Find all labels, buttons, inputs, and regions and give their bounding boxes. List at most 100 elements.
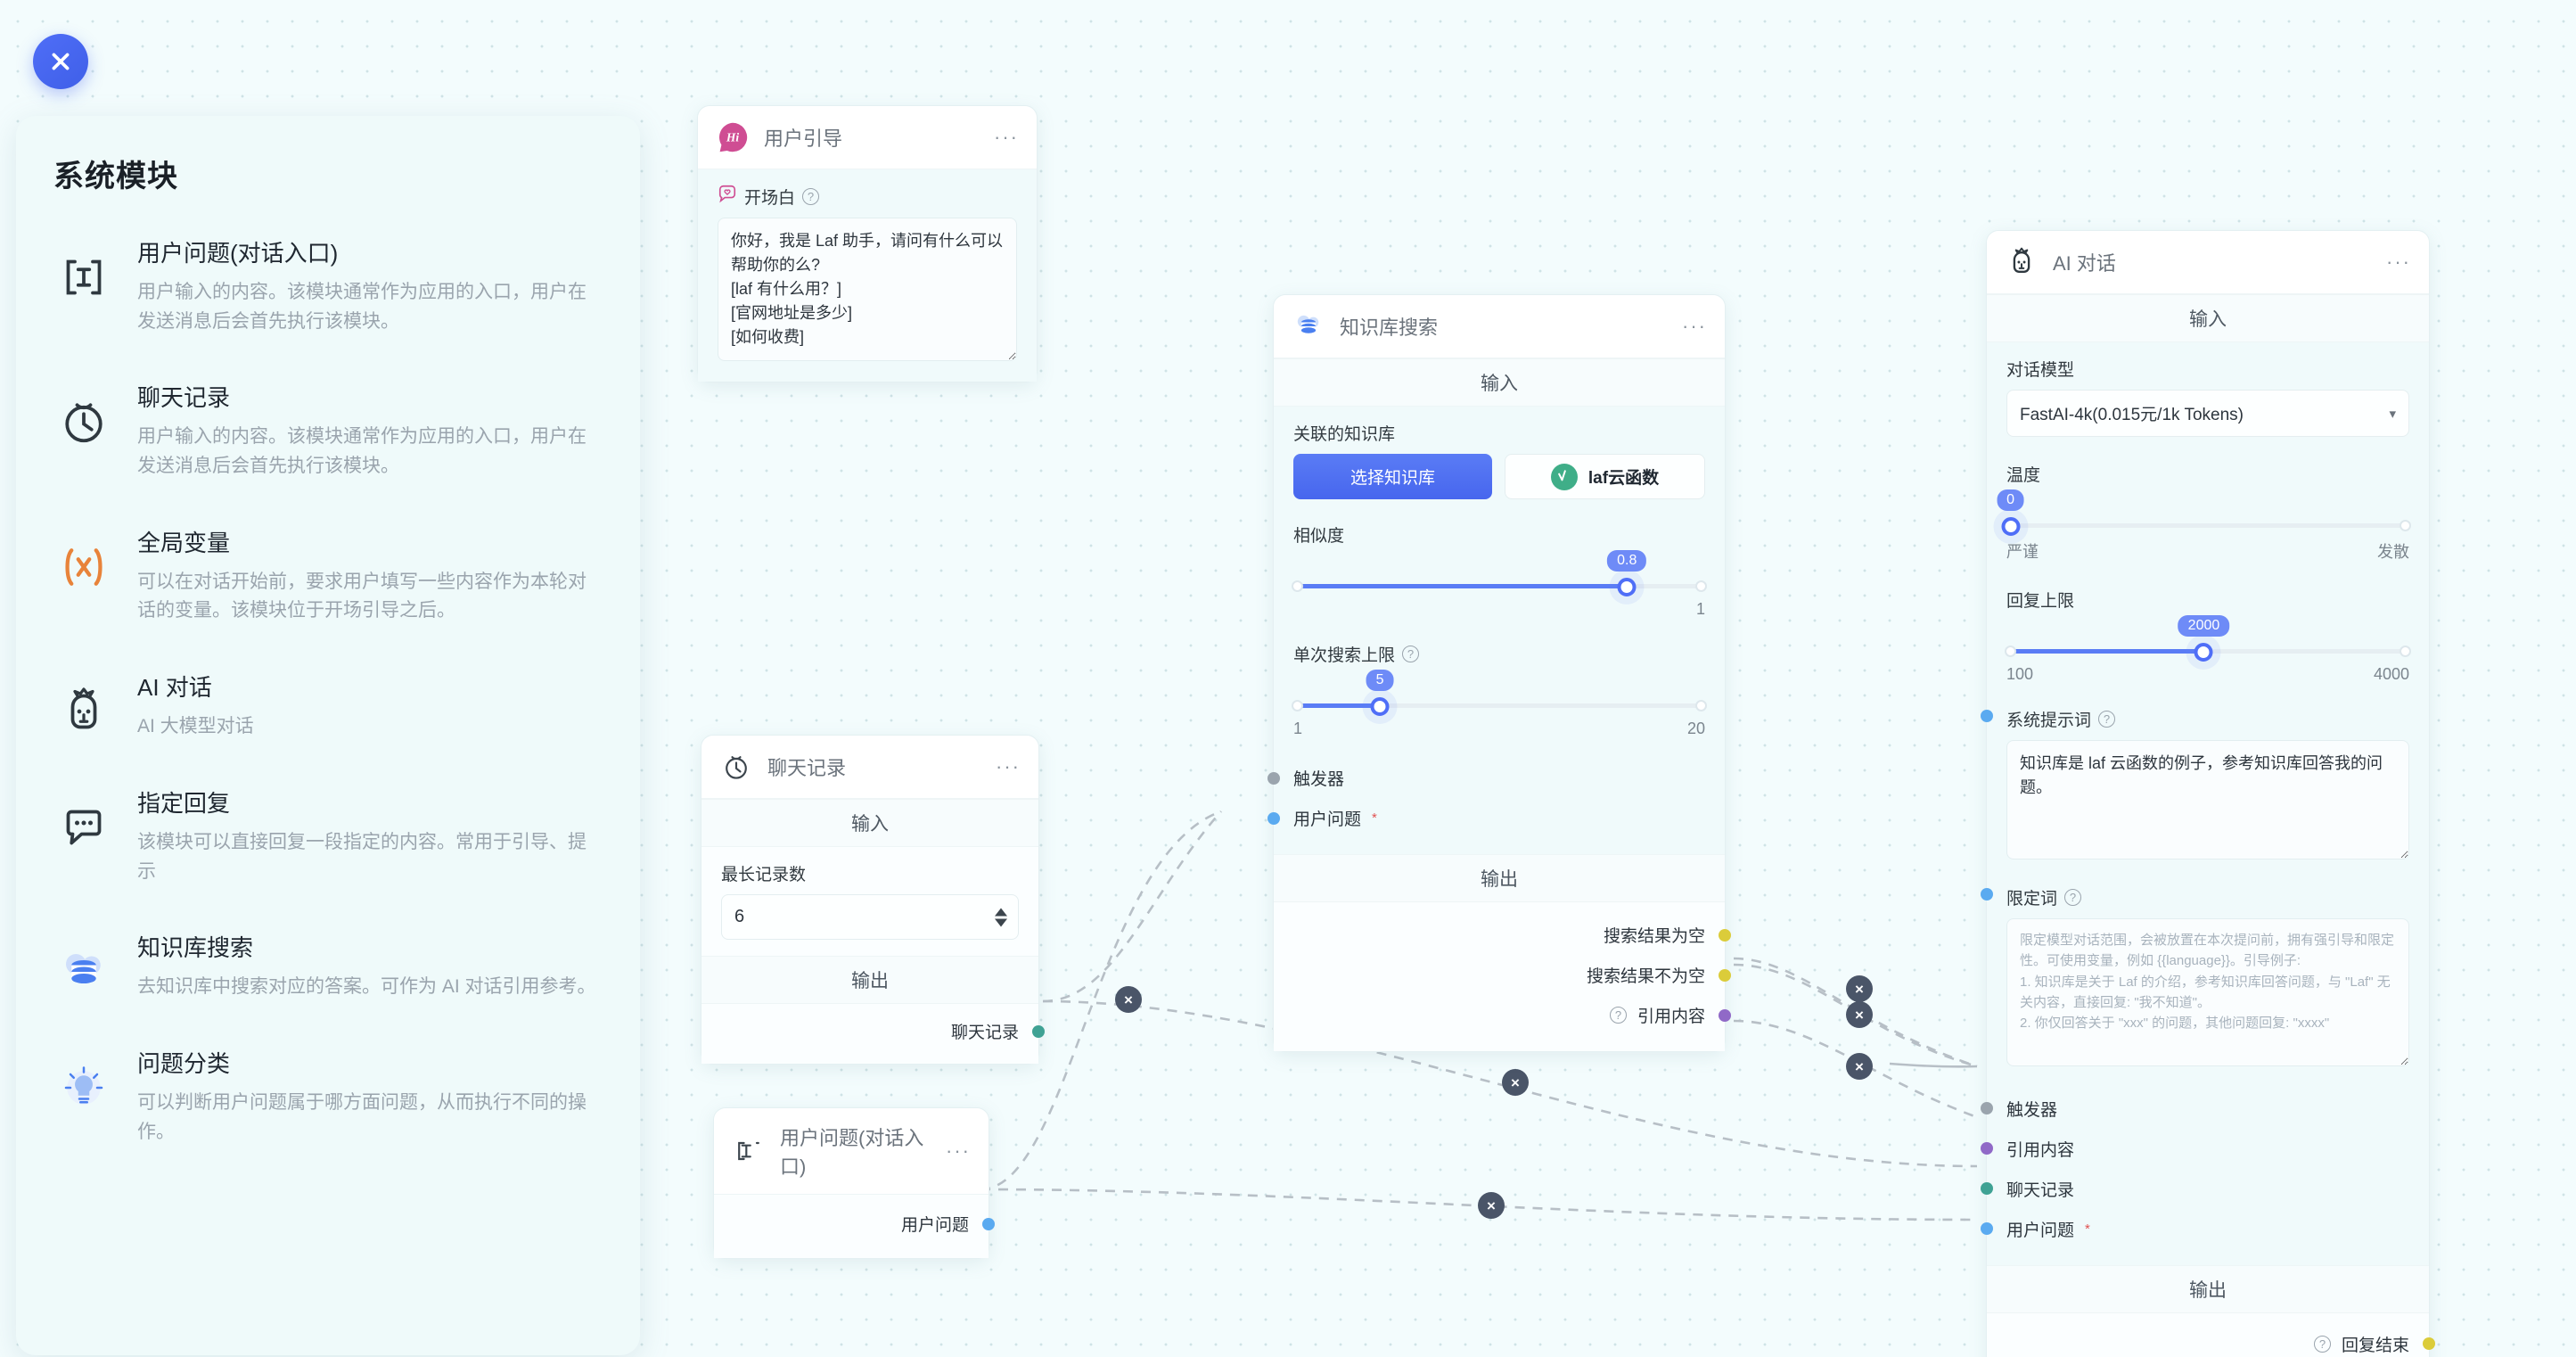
edge-delete-button[interactable]: × <box>1846 1001 1873 1028</box>
module-desc: 用户输入的内容。该模块通常作为应用的入口，用户在发送消息后会首先执行该模块。 <box>137 426 587 477</box>
edge-delete-button[interactable]: × <box>1502 1069 1529 1096</box>
slider-track <box>1293 703 1705 708</box>
limit-word-textarea[interactable] <box>2006 918 2409 1066</box>
module-item-user-question[interactable]: 用户问题(对话入口) 用户输入的内容。该模块通常作为应用的入口，用户在发送消息后… <box>53 238 603 336</box>
output-port-reply-end[interactable]: ? 回复结束 <box>2006 1324 2435 1357</box>
node-header[interactable]: 聊天记录 ··· <box>701 736 1038 799</box>
module-desc: 可以在对话开始前，要求用户填写一些内容作为本轮对话的变量。该模块位于开场引导之后… <box>137 571 587 621</box>
node-header[interactable]: AI 对话 ··· <box>1987 231 2429 294</box>
port-dot[interactable] <box>2423 1337 2435 1350</box>
port-dot[interactable] <box>1981 1102 1993 1114</box>
node-header[interactable]: 知识库搜索 ··· <box>1274 295 1725 358</box>
node-ai-chat[interactable]: AI 对话 ··· 输入 对话模型 FastAI-4k(0.015元/1k To… <box>1981 230 2435 1357</box>
node-kb-search[interactable]: 知识库搜索 ··· 输入 关联的知识库 选择知识库 laf云函数 相似度 0.8… <box>1267 294 1731 1052</box>
port-label: 触发器 <box>2006 1100 2058 1120</box>
help-icon[interactable]: ? <box>2064 889 2082 906</box>
edge-delete-button[interactable]: × <box>1115 986 1142 1013</box>
help-icon[interactable]: ? <box>2313 1335 2331 1353</box>
port-dot[interactable] <box>1032 1024 1045 1038</box>
edge-delete-button[interactable]: × <box>1846 1053 1873 1080</box>
opening-statement-textarea[interactable] <box>718 218 1017 361</box>
maxtokens-label: 回复上限 <box>2006 592 2075 611</box>
module-item-ai-chat[interactable]: AI 对话 AI 大模型对话 <box>53 672 603 742</box>
port-dot[interactable] <box>1719 928 1731 942</box>
slider-knob[interactable] <box>1617 578 1637 596</box>
input-port-user-question[interactable]: 用户问题* <box>1267 798 1705 838</box>
max-records-input[interactable]: 6 <box>721 894 1019 940</box>
port-dot[interactable] <box>982 1217 995 1230</box>
port-dot[interactable] <box>1719 1008 1731 1022</box>
node-menu-icon[interactable]: ··· <box>2386 251 2411 273</box>
edge-delete-button[interactable]: × <box>1478 1192 1505 1219</box>
maxtokens-min: 100 <box>2006 665 2034 683</box>
module-item-question-classify[interactable]: 问题分类 可以判断用户问题属于哪方面问题，从而执行不同的操作。 <box>53 1049 603 1147</box>
slider-fill <box>1293 703 1381 708</box>
input-port-user-question[interactable]: 用户问题* <box>1981 1209 2409 1249</box>
maxtokens-range: 100 4000 <box>2006 665 2409 684</box>
port-label: 触发器 <box>1293 770 1345 789</box>
node-header[interactable]: Hi 用户引导 ··· <box>698 106 1037 169</box>
limit-label-row: 单次搜索上限 ? <box>1293 642 1705 666</box>
slider-knob[interactable] <box>1370 697 1390 716</box>
required-marker: * <box>2085 1221 2090 1237</box>
help-icon[interactable]: ? <box>802 187 820 205</box>
node-header[interactable]: 用户问题(对话入口) ··· <box>714 1108 989 1195</box>
system-prompt-textarea[interactable] <box>2006 740 2409 859</box>
input-port-trigger[interactable]: 触发器 <box>1267 758 1705 798</box>
output-port-user-question[interactable]: 用户问题 <box>734 1204 995 1244</box>
port-dot[interactable] <box>1267 811 1280 825</box>
module-title: 聊天记录 <box>137 384 231 412</box>
help-icon[interactable]: ? <box>2098 711 2116 728</box>
edge-delete-button[interactable]: × <box>1846 975 1873 1002</box>
port-dot[interactable] <box>1981 1142 1993 1155</box>
module-item-kb-search[interactable]: 知识库搜索 去知识库中搜索对应的答案。可作为 AI 对话引用参考。 <box>53 933 603 1002</box>
input-port-chat-record[interactable]: 聊天记录 <box>1981 1169 2409 1209</box>
temperature-range: 严谨 发散 <box>2006 539 2409 563</box>
module-item-specified-reply[interactable]: 指定回复 该模块可以直接回复一段指定的内容。常用于引导、提示 <box>53 788 603 886</box>
node-menu-icon[interactable]: ··· <box>996 755 1021 777</box>
slider-fill <box>1293 584 1628 588</box>
svg-text:Hi: Hi <box>726 131 740 144</box>
slider-knob[interactable] <box>2001 517 2021 536</box>
output-port-quote-content[interactable]: ? 引用内容 <box>1293 995 1731 1035</box>
port-dot[interactable] <box>1719 968 1731 982</box>
input-port-quote-content[interactable]: 引用内容 <box>1981 1129 2409 1169</box>
system-prompt-label-row: 系统提示词 ? <box>1981 707 2409 731</box>
help-icon[interactable]: ? <box>1402 646 1420 662</box>
port-dot[interactable] <box>1981 888 1993 901</box>
help-icon[interactable]: ? <box>1609 1007 1627 1024</box>
port-label: 聊天记录 <box>950 1024 1019 1042</box>
kb-tag-laf[interactable]: laf云函数 <box>1505 454 1705 499</box>
output-port-empty-result[interactable]: 搜索结果为空 <box>1293 915 1731 955</box>
port-dot[interactable] <box>1981 1222 1993 1235</box>
node-menu-icon[interactable]: ··· <box>994 126 1019 148</box>
port-dot[interactable] <box>1981 710 1993 722</box>
input-port-trigger[interactable]: 触发器 <box>1981 1089 2409 1129</box>
select-kb-button[interactable]: 选择知识库 <box>1293 454 1492 499</box>
module-item-chat-record[interactable]: 聊天记录 用户输入的内容。该模块通常作为应用的入口，用户在发送消息后会首先执行该… <box>53 382 603 481</box>
node-user-guide[interactable]: Hi 用户引导 ··· 开场白 ? <box>697 105 1038 382</box>
similarity-range: 1 <box>1293 600 1705 619</box>
port-dot[interactable] <box>1981 1182 1993 1195</box>
maxtokens-slider[interactable]: 2000 <box>2005 615 2411 669</box>
node-user-question[interactable]: 用户问题(对话入口) ··· 用户问题 <box>713 1107 995 1259</box>
port-dot[interactable] <box>1267 771 1280 785</box>
stepper-icon[interactable] <box>995 908 1007 926</box>
node-chat-record[interactable]: 聊天记录 ··· 输入 最长记录数 6 输出 聊天记录 <box>701 735 1045 1065</box>
output-port-chat-record[interactable]: 聊天记录 <box>721 1011 1045 1051</box>
system-modules-panel[interactable]: 系统模块 用户问题(对话入口) 用户输入的内容。该模块通常作为应用的入口，用户在… <box>16 116 640 1355</box>
module-item-global-variable[interactable]: 全局变量 可以在对话开始前，要求用户填写一些内容作为本轮对话的变量。该模块位于开… <box>53 528 603 626</box>
kb-output-ports: 搜索结果为空 搜索结果不为空 ? 引用内容 <box>1274 902 1731 1051</box>
maxtokens-max: 4000 <box>2373 665 2409 683</box>
temperature-slider[interactable]: 0 <box>1997 489 2411 543</box>
limit-slider[interactable]: 5 <box>1292 670 1707 723</box>
input-section-label: 输入 <box>701 799 1038 847</box>
node-menu-icon[interactable]: ··· <box>946 1139 971 1162</box>
similarity-slider[interactable]: 0.8 <box>1292 550 1707 604</box>
slider-knob[interactable] <box>2194 643 2213 662</box>
slider-cap-right <box>2400 520 2411 531</box>
model-select[interactable]: FastAI-4k(0.015元/1k Tokens) ▾ <box>2006 390 2409 437</box>
node-menu-icon[interactable]: ··· <box>1682 315 1707 337</box>
close-panel-button[interactable] <box>33 34 88 89</box>
output-port-nonempty-result[interactable]: 搜索结果不为空 <box>1293 955 1731 995</box>
